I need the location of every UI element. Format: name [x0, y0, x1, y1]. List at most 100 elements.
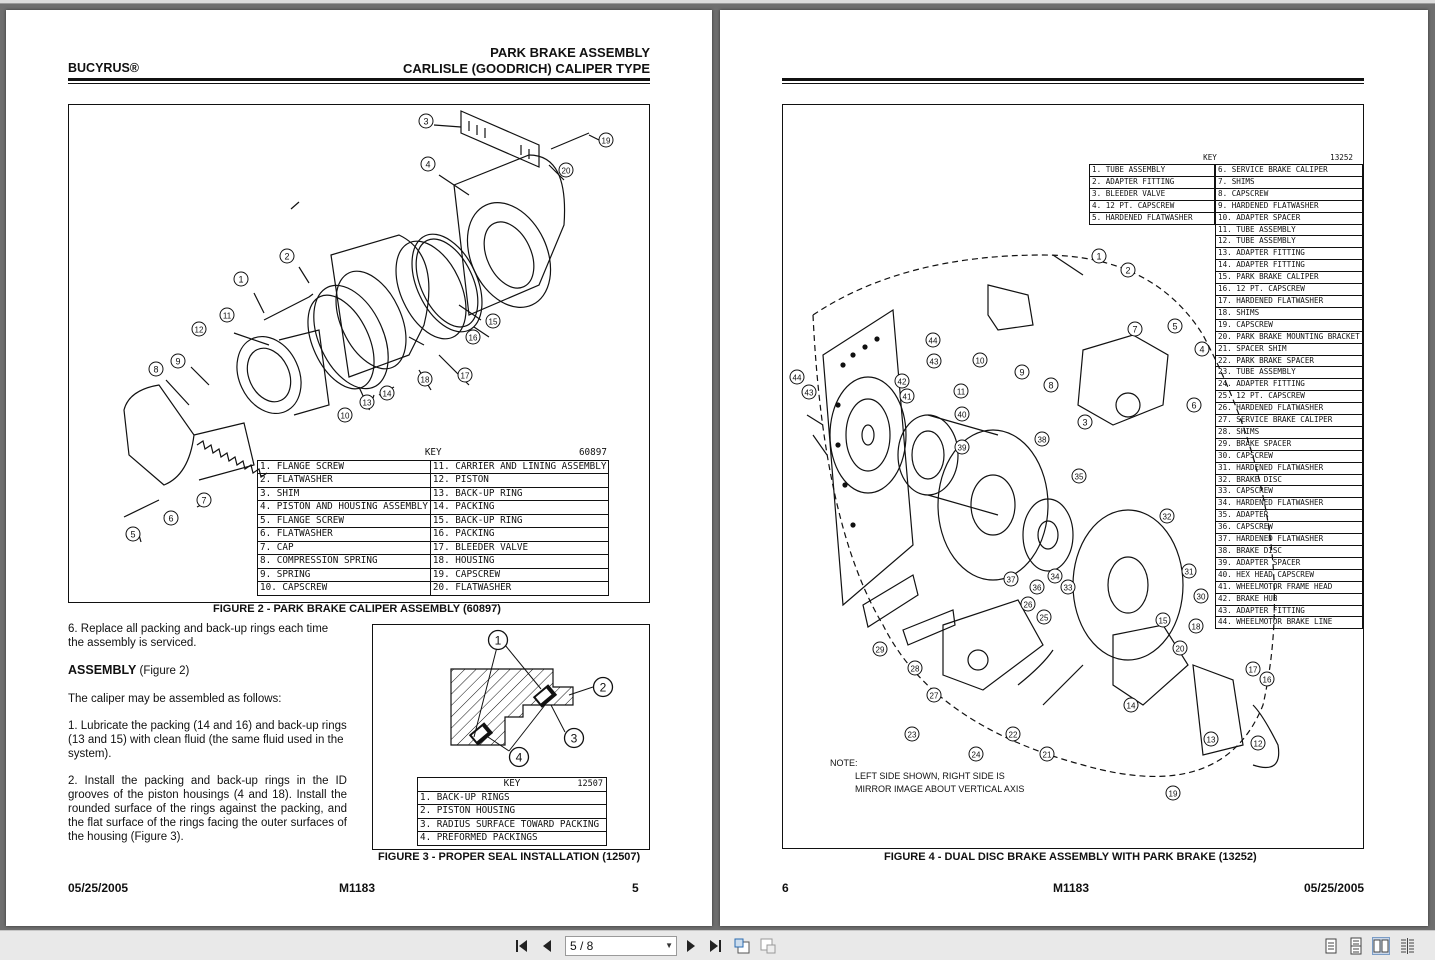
svg-text:38: 38: [1038, 436, 1047, 445]
navigation-toolbar: 5 / 8 ▼: [0, 930, 1435, 960]
single-page-icon[interactable]: [1322, 937, 1340, 955]
svg-text:26: 26: [1024, 601, 1033, 610]
key-row: 26. HARDENED FLATWASHER: [1215, 402, 1363, 416]
callout-11: 11: [219, 307, 235, 328]
chevron-down-icon: ▼: [665, 941, 673, 950]
callout-27: 27: [926, 687, 942, 708]
svg-text:36: 36: [1033, 584, 1042, 593]
figure-4-key-left: 1. TUBE ASSEMBLY 2. ADAPTER FITTING 3. B…: [1089, 164, 1215, 225]
callout-13: 13: [359, 394, 375, 415]
callout-19: 19: [598, 132, 614, 153]
svg-text:34: 34: [1051, 573, 1060, 582]
callout-23: 23: [904, 726, 920, 747]
callout-6: 6: [163, 510, 179, 531]
svg-text:23: 23: [908, 731, 917, 740]
callout-44: 44: [789, 369, 805, 390]
key-row: 12. TUBE ASSEMBLY: [1215, 235, 1363, 249]
callout-1: 1: [1091, 248, 1107, 269]
svg-text:4: 4: [1199, 345, 1204, 355]
key-row: 3. BLEEDER VALVE: [1089, 187, 1215, 201]
page-number-select[interactable]: 5 / 8 ▼: [565, 936, 677, 956]
continuous-facing-icon[interactable]: [1399, 937, 1417, 955]
next-page-icon[interactable]: [682, 937, 700, 955]
page-5: PARK BRAKE ASSEMBLY CARLISLE (GOODRICH) …: [6, 10, 712, 926]
key-row: 21. SPACER SHIM: [1215, 342, 1363, 356]
first-page-icon[interactable]: [513, 937, 531, 955]
svg-text:44: 44: [929, 337, 938, 346]
svg-text:2: 2: [284, 252, 289, 262]
callout-1: 1: [233, 271, 249, 292]
key-cell: 18. HOUSING: [429, 554, 610, 569]
key-row: 35. ADAPTER: [1215, 509, 1363, 523]
key-cell: 3. RADIUS SURFACE TOWARD PACKING: [417, 817, 607, 832]
key-cell: 18. SHIMS: [1215, 306, 1363, 320]
svg-text:41: 41: [903, 393, 912, 402]
callout-40: 40: [954, 406, 970, 427]
svg-text:6: 6: [168, 514, 173, 524]
key-row: 37. HARDENED FLATWASHER: [1215, 533, 1363, 546]
last-page-icon[interactable]: [706, 937, 724, 955]
key-cell: 9. SPRING: [257, 567, 431, 582]
callout-43: 43: [801, 384, 817, 405]
key-row: 16. 12 PT. CAPSCREW: [1215, 283, 1363, 296]
svg-text:24: 24: [972, 751, 981, 760]
next-view-icon[interactable]: [759, 937, 777, 955]
key-cell: 14. ADAPTER FITTING: [1215, 259, 1363, 273]
header-rule-thin: [782, 83, 1364, 84]
key-row: 31. HARDENED FLATWASHER: [1215, 461, 1363, 475]
callout-35: 35: [1071, 468, 1087, 489]
key-row: 32. BRAKE DISC: [1215, 473, 1363, 487]
brand-name: BUCYRUS®: [68, 61, 140, 75]
svg-text:5: 5: [1172, 322, 1177, 332]
key-cell: 21. SPACER SHIM: [1215, 342, 1363, 356]
key-row: 43. ADAPTER FITTING: [1215, 604, 1363, 618]
key-cell: 17. HARDENED FLATWASHER: [1215, 294, 1363, 308]
dual-disc-brake-drawing: NOTE: LEFT SIDE SHOWN, RIGHT SIDE IS MIR…: [806, 254, 1280, 794]
callout-7: 7: [196, 492, 212, 513]
key-row: 23. TUBE ASSEMBLY: [1215, 366, 1363, 380]
callout-44: 44: [925, 332, 941, 353]
key-cell: 19. CAPSCREW: [1215, 318, 1363, 332]
callout-28: 28: [907, 660, 923, 681]
svg-text:9: 9: [1019, 368, 1024, 378]
callout-11: 11: [953, 383, 969, 404]
callout-14: 14: [1123, 697, 1139, 718]
svg-text:10: 10: [976, 357, 985, 366]
key-cell: 34. HARDENED FLATWASHER: [1215, 497, 1363, 511]
key-row: 38. BRAKE DISC: [1215, 545, 1363, 558]
callout-6: 6: [1186, 397, 1202, 418]
callout-4: 4: [1194, 341, 1210, 362]
key-row: 19. CAPSCREW: [1215, 318, 1363, 332]
key-row: 5. HARDENED FLATWASHER: [1089, 211, 1215, 225]
previous-page-icon[interactable]: [538, 937, 556, 955]
continuous-icon[interactable]: [1347, 937, 1365, 955]
previous-view-icon[interactable]: [733, 937, 751, 955]
key-cell: 40. HEX HEAD CAPSCREW: [1215, 568, 1363, 582]
header-rule: [68, 78, 650, 81]
title-line-2: CARLISLE (GOODRICH) CALIPER TYPE: [402, 61, 650, 76]
key-cell: 41. WHEELMOTOR FRAME HEAD: [1215, 580, 1363, 594]
callout-37: 37: [1003, 571, 1019, 592]
key-row: 17. HARDENED FLATWASHER: [1215, 294, 1363, 308]
key-cell: 10. CAPSCREW: [257, 581, 431, 596]
key-row: 8. CAPSCREW: [1215, 187, 1363, 201]
callout-3: 3: [1077, 414, 1093, 435]
callout-10: 10: [972, 352, 988, 373]
footer-doc-number: M1183: [1053, 881, 1090, 895]
svg-text:4: 4: [516, 751, 523, 765]
header-rule-thin: [68, 83, 650, 84]
callout-13: 13: [1203, 731, 1219, 752]
svg-text:44: 44: [793, 374, 802, 383]
key-cell: 1. BACK-UP RINGS: [417, 790, 607, 805]
key-cell: 1. FLANGE SCREW: [257, 459, 431, 474]
svg-text:43: 43: [930, 358, 939, 367]
key-row: 24. ADAPTER FITTING: [1215, 378, 1363, 392]
facing-pages-icon[interactable]: [1372, 937, 1390, 955]
